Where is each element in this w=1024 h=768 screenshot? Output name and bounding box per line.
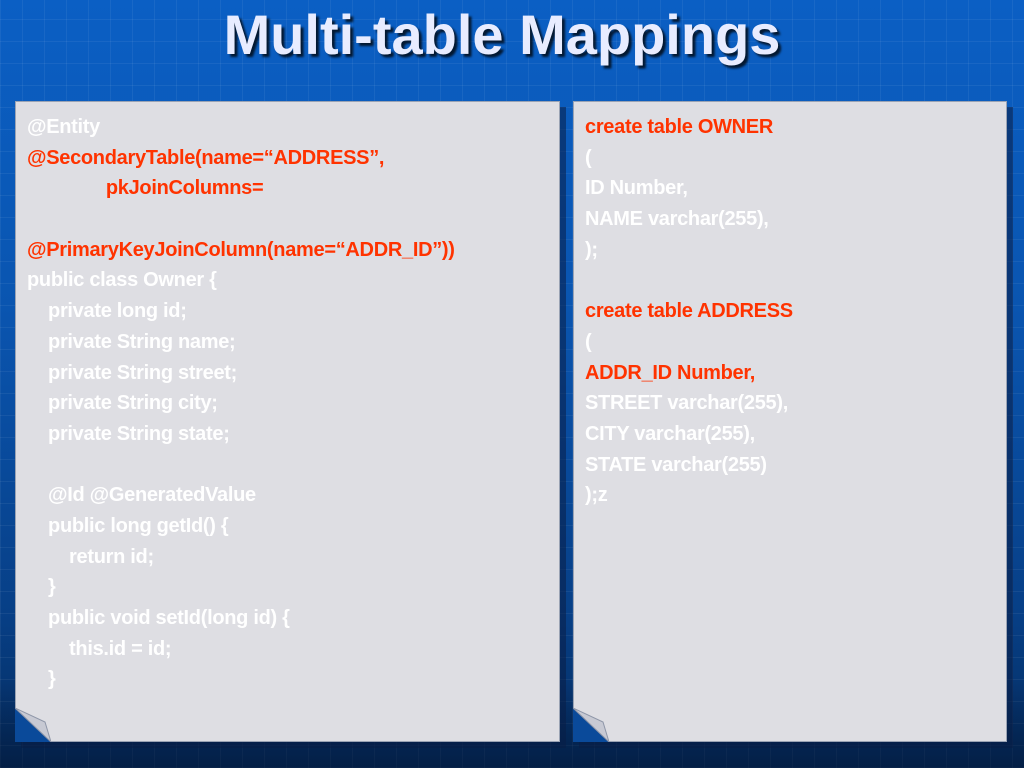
code-line: CITY varchar(255), bbox=[585, 422, 755, 445]
code-line: pkJoinColumns= bbox=[27, 177, 264, 200]
code-line: NAME varchar(255), bbox=[585, 208, 769, 231]
code-line: private String street; bbox=[27, 361, 238, 384]
java-code-panel: @Entity @SecondaryTable(name=“ADDRESS”, p… bbox=[15, 101, 560, 742]
code-line: public void setId(long id) { bbox=[27, 607, 290, 629]
sql-code-panel: create table OWNER ( ID Number, NAME varcha… bbox=[573, 101, 1007, 742]
sql-code-lines: create table OWNER ( ID Number, NAME varcha… bbox=[585, 112, 793, 511]
code-line: private String city; bbox=[27, 392, 218, 415]
code-line: STATE varchar(255) bbox=[585, 453, 767, 476]
code-line: @Id @GeneratedValue bbox=[27, 484, 256, 507]
code-line: ); bbox=[585, 238, 598, 261]
code-line: ( bbox=[585, 330, 592, 353]
page-curl-icon bbox=[15, 708, 51, 742]
java-code-lines: @Entity @SecondaryTable(name=“ADDRESS”, p… bbox=[27, 112, 455, 695]
code-line: create table ADDRESS bbox=[585, 300, 793, 323]
code-line: );z bbox=[585, 484, 608, 507]
page-curl-icon bbox=[573, 708, 609, 742]
code-line: ADDR_ID Number, bbox=[585, 361, 755, 384]
code-line: private String state; bbox=[27, 422, 230, 445]
code-line: ID Number, bbox=[585, 177, 688, 200]
code-line: return id; bbox=[27, 545, 154, 568]
code-line: public long getId() { bbox=[27, 514, 229, 537]
code-line: public class Owner { bbox=[27, 269, 217, 292]
code-line: @SecondaryTable(name=“ADDRESS”, bbox=[27, 146, 385, 169]
code-line: private long id; bbox=[27, 300, 187, 323]
code-line: ( bbox=[585, 146, 592, 169]
blank-line bbox=[585, 265, 793, 296]
code-line: create table OWNER bbox=[585, 116, 773, 138]
code-line: this.id = id; bbox=[27, 637, 172, 660]
code-line: private String name; bbox=[27, 330, 236, 353]
code-line: @Entity bbox=[27, 116, 100, 138]
blank-line bbox=[27, 450, 455, 481]
code-line: STREET varchar(255), bbox=[585, 392, 788, 415]
blank-line bbox=[27, 204, 455, 235]
slide-title: Multi-table Mappings bbox=[223, 3, 781, 66]
code-line: } bbox=[27, 668, 56, 691]
code-line: } bbox=[27, 576, 56, 599]
code-line: @PrimaryKeyJoinColumn(name=“ADDR_ID”)) bbox=[27, 238, 455, 261]
